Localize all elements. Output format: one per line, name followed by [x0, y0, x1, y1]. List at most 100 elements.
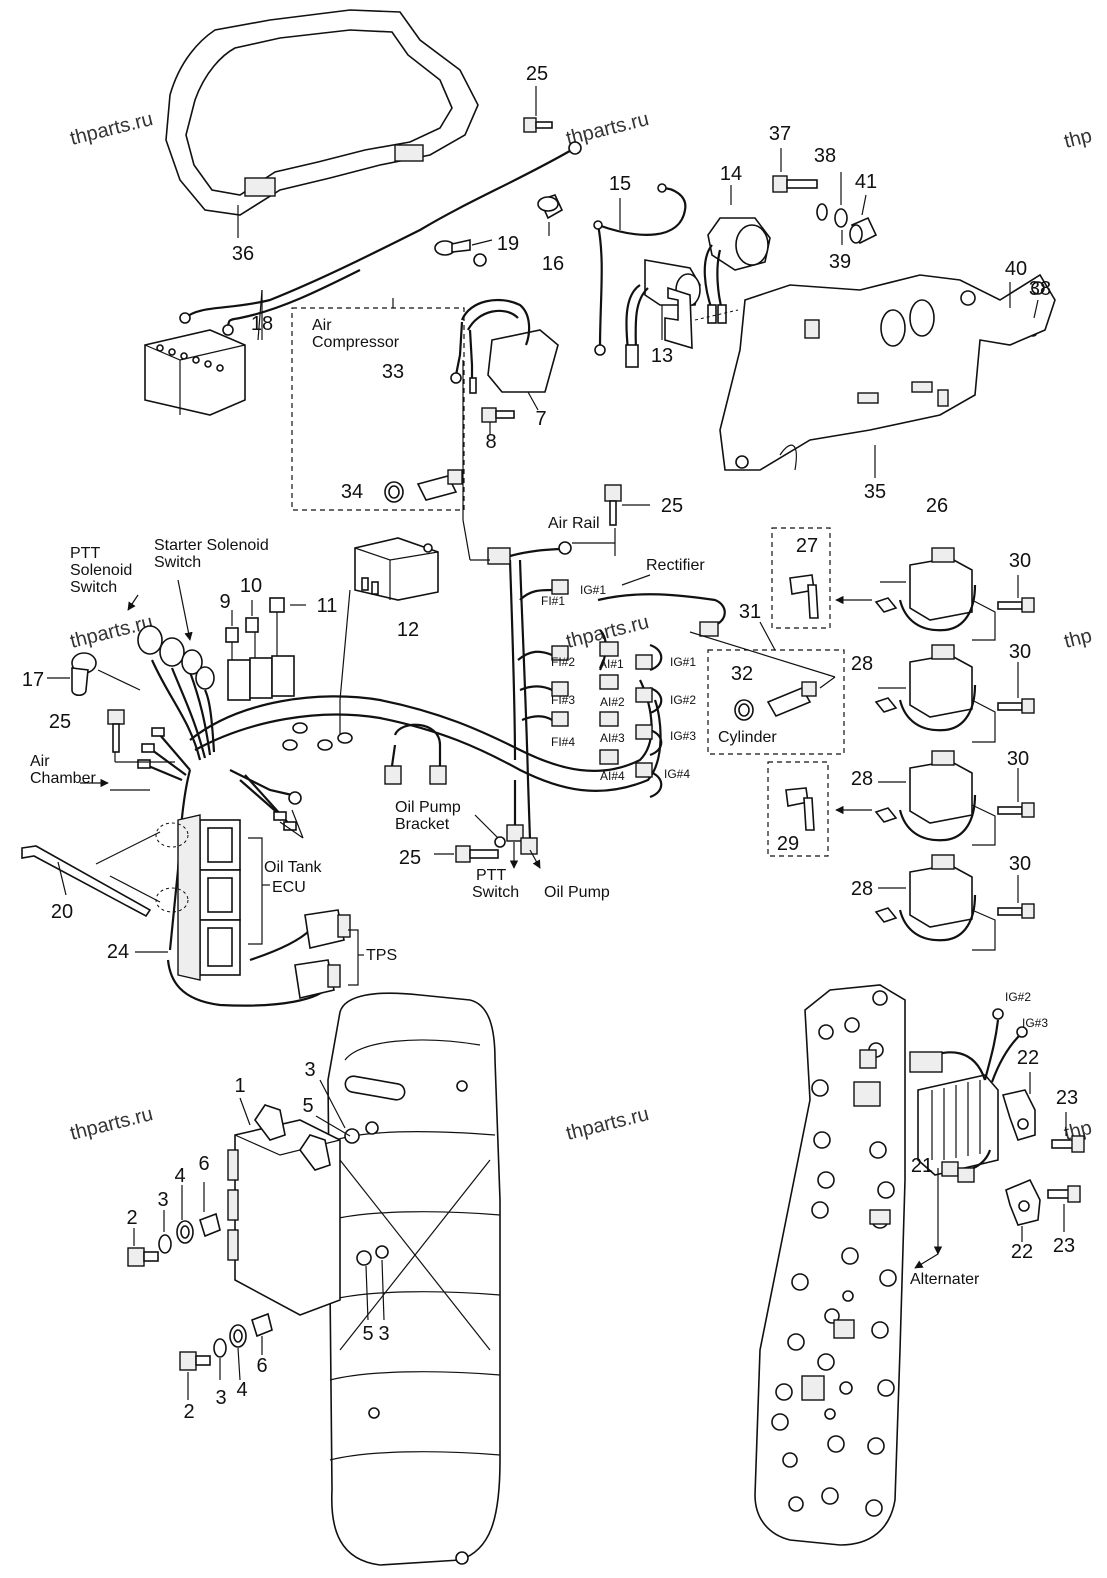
label-ai4: AI#4 [600, 769, 625, 783]
wiring-harness-24 [137, 541, 726, 1007]
callout-3: 3 [215, 1387, 226, 1409]
callout-25: 25 [399, 847, 421, 869]
callout-numbers: 25 36 19 16 15 14 13 37 38 41 39 40 38 1… [22, 63, 1078, 1423]
callout-4: 4 [236, 1379, 247, 1401]
callout-16: 16 [542, 253, 564, 275]
label-ai2: AI#2 [600, 695, 625, 709]
callout-9: 9 [219, 591, 230, 613]
label-alternater: Alternater [910, 1271, 980, 1288]
relay-12 [354, 537, 439, 601]
callout-29: 29 [777, 833, 799, 855]
callout-3: 3 [378, 1323, 389, 1345]
callout-30: 30 [1007, 748, 1029, 770]
bolt-37 [772, 148, 818, 193]
label-ptt-switch-2: Switch [472, 884, 519, 901]
watermark: thp [1062, 125, 1094, 153]
callout-11: 11 [317, 595, 338, 617]
bolt-25-left [107, 709, 175, 763]
oil-tank [315, 992, 501, 1566]
label-switch: Switch [154, 554, 201, 571]
callout-28: 28 [851, 878, 873, 900]
watermark: thparts.ru [564, 1103, 651, 1145]
callout-28: 28 [851, 653, 873, 675]
cover-gasket-36 [165, 9, 479, 238]
battery-cable-18 [144, 141, 582, 416]
label-switch: Switch [70, 579, 117, 596]
watermark: thparts.ru [68, 1103, 155, 1145]
label-starter-solenoid: Starter Solenoid [154, 537, 269, 554]
callout-18: 18 [251, 313, 273, 335]
text-labels: Air Compressor Air Rail Rectifier PTT So… [30, 317, 1048, 1288]
label-fi2: FI#2 [551, 655, 575, 669]
label-oil-pump: Oil Pump [544, 884, 610, 901]
label-oil-tank: Oil Tank [264, 859, 323, 876]
label-ig2: IG#2 [670, 693, 696, 707]
bolt-25-oil-pump [434, 845, 499, 863]
leader-lines [80, 86, 1039, 869]
callout-19: 19 [497, 233, 519, 255]
label-oil-pump-bracket-1: Oil Pump [395, 799, 461, 816]
label-ai3: AI#3 [600, 731, 625, 745]
callout-3: 3 [157, 1189, 168, 1211]
callout-36: 36 [232, 243, 254, 265]
callout-6: 6 [256, 1355, 267, 1377]
bolt-25-top [523, 117, 553, 133]
callout-34: 34 [341, 481, 363, 503]
label-rectifier: Rectifier [646, 557, 705, 574]
callout-3: 3 [304, 1059, 315, 1081]
starter-solenoid-14 [703, 185, 771, 324]
callout-40: 40 [1005, 258, 1027, 280]
air-compressor-box-33 [291, 298, 465, 511]
label-air-chamber-1: Air [30, 753, 50, 770]
callout-4: 4 [174, 1165, 185, 1187]
lead-wire-15 [593, 183, 687, 356]
label-compressor: Compressor [312, 334, 400, 351]
label-cylinder: Cylinder [718, 729, 777, 746]
cap-16 [537, 194, 564, 220]
ecu-mount-hardware [127, 1182, 273, 1400]
callout-14: 14 [720, 163, 742, 185]
label-oil-pump-bracket-2: Bracket [395, 816, 450, 833]
brackets-22-bolts-23 [1001, 1072, 1085, 1242]
bolts-30 [971, 575, 1035, 951]
label-fi1: FI#1 [541, 594, 565, 608]
watermark: thp [1062, 625, 1094, 653]
callout-21: 21 [911, 1155, 933, 1177]
callout-39: 39 [829, 251, 851, 273]
callout-28: 28 [851, 768, 873, 790]
watermarks: thparts.ru thparts.ru thparts.ru thparts… [68, 108, 1094, 1145]
callout-5: 5 [362, 1323, 373, 1345]
callout-38: 38 [1029, 278, 1051, 300]
callout-12: 12 [397, 619, 419, 641]
callout-1: 1 [234, 1075, 245, 1097]
watermark: thparts.ru [68, 108, 155, 150]
callout-15: 15 [609, 173, 631, 195]
callout-26: 26 [926, 495, 948, 517]
callout-8: 8 [485, 431, 496, 453]
callout-23: 23 [1053, 1235, 1075, 1257]
callout-27: 27 [796, 535, 818, 557]
plug-cap-29 [767, 761, 872, 857]
callout-25: 25 [526, 63, 548, 85]
callout-31: 31 [739, 601, 761, 623]
label-ecu: ECU [272, 879, 306, 896]
callout-10: 10 [240, 575, 262, 597]
label-ig2-alt: IG#2 [1005, 990, 1031, 1004]
callout-20: 20 [51, 901, 73, 923]
label-tps: TPS [366, 947, 397, 964]
label-ai1: AI#1 [599, 657, 624, 671]
fuses-9-10-11 [225, 597, 306, 643]
callout-6: 6 [198, 1153, 209, 1175]
callout-41: 41 [855, 171, 877, 193]
label-fi4: FI#4 [551, 735, 575, 749]
label-ig4: IG#4 [664, 767, 690, 781]
label-air-rail: Air Rail [548, 515, 600, 532]
terminal-19 [434, 239, 493, 267]
callout-32: 32 [731, 663, 753, 685]
cylinder-box-31 [689, 621, 845, 755]
spacer-41 [849, 194, 878, 245]
callout-25: 25 [49, 711, 71, 733]
label-ptt-switch-1: PTT [476, 867, 506, 884]
callout-38: 38 [814, 145, 836, 167]
